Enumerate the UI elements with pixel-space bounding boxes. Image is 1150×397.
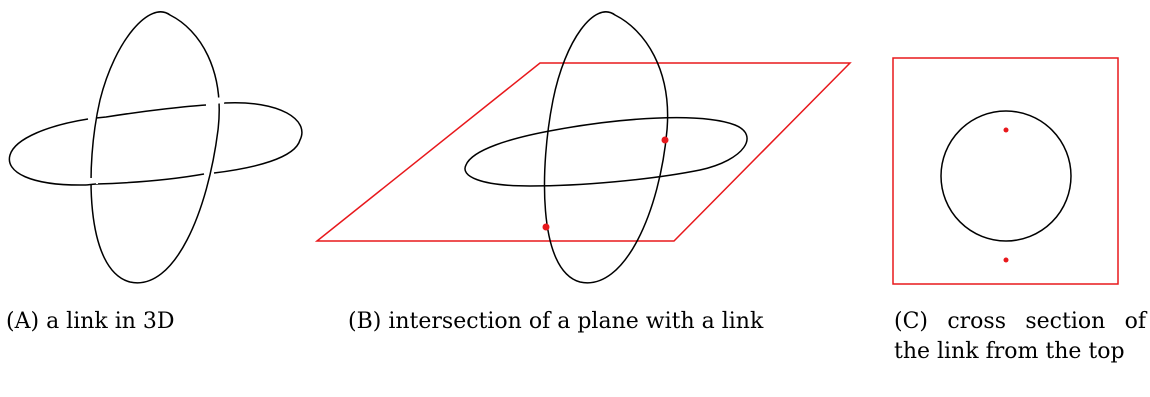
caption-c: (C) cross section of the link from the t… <box>894 307 1146 367</box>
caption-c-text: cross section of the link from the top <box>894 309 1146 364</box>
cross-section-ring <box>940 110 1072 242</box>
figure-canvas <box>8 11 1119 285</box>
cross-section-frame <box>892 57 1119 285</box>
horizontal-ring-front-left <box>8 118 89 186</box>
gap-upper-right <box>213 97 225 104</box>
vertical-ring <box>90 11 220 284</box>
caption-c-label: (C) <box>894 309 928 334</box>
caption-a: (A) a link in 3D <box>6 307 286 337</box>
caption-a-text: a link in 3D <box>46 309 175 334</box>
horizontal-ring-back-right <box>213 101 303 174</box>
caption-b: (B) intersection of a plane with a link <box>348 307 768 337</box>
intersection-point-upper <box>661 136 669 144</box>
b-vertical-ring <box>543 11 669 284</box>
caption-a-label: (A) <box>6 309 40 334</box>
horizontal-ring-back <box>95 104 207 119</box>
caption-b-label: (B) <box>348 309 382 334</box>
b-horizontal-ring <box>464 116 748 187</box>
caption-b-text: intersection of a plane with a link <box>388 309 764 334</box>
horizontal-ring-over <box>85 183 97 186</box>
intersection-point-lower <box>542 223 550 231</box>
horizontal-ring-over-left <box>85 183 97 186</box>
cross-section-point-upper <box>1003 127 1009 133</box>
crossing-gaps <box>90 97 225 184</box>
cross-section-point-lower <box>1003 257 1009 263</box>
plane <box>314 62 852 242</box>
figure-a-link <box>8 11 303 284</box>
figure-b-link <box>464 11 748 284</box>
horizontal-ring-front <box>95 173 205 185</box>
